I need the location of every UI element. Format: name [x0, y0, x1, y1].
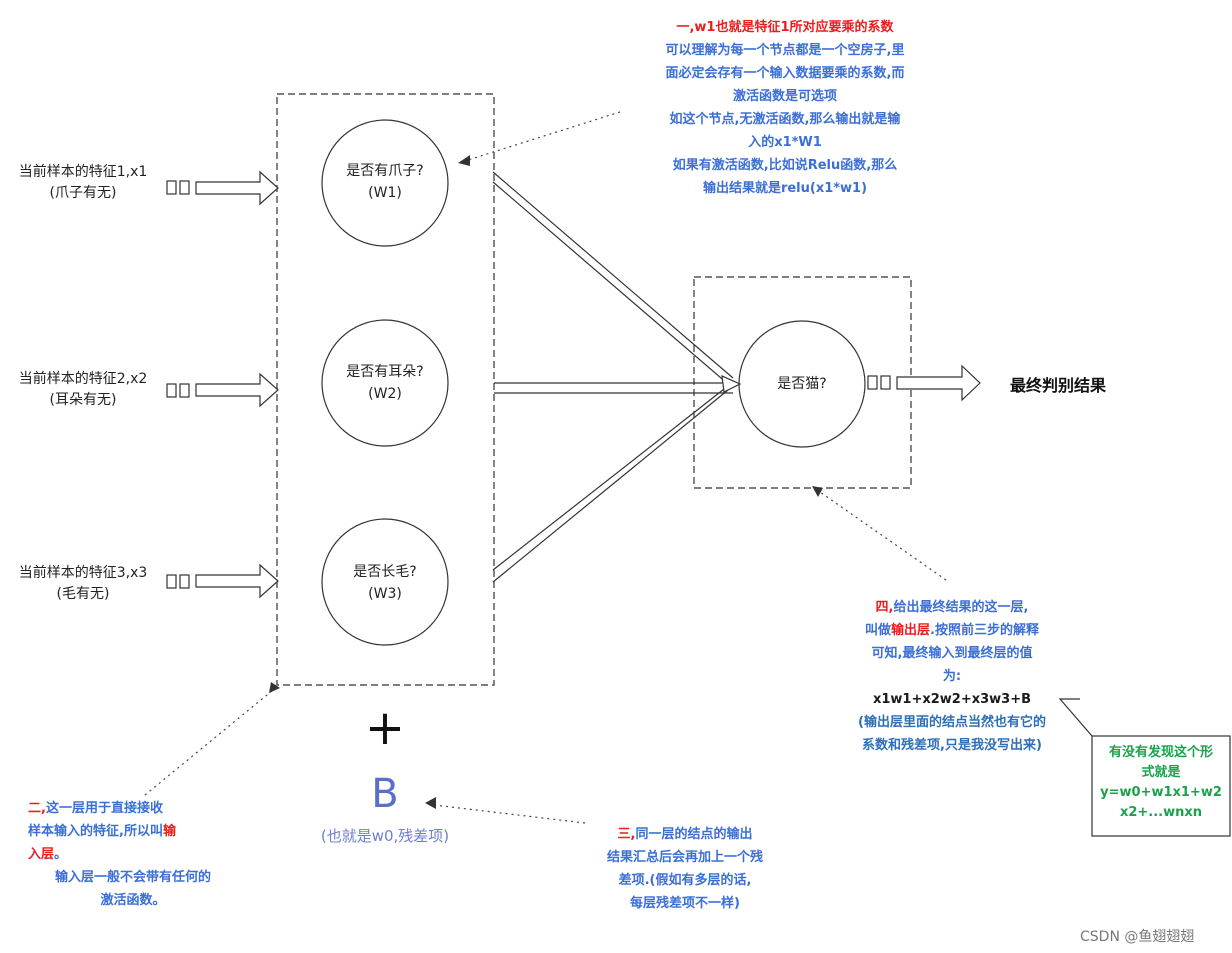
output-node-label: 是否猫? — [777, 376, 827, 392]
note-5-line: x2+...wnxn — [1119, 805, 1203, 820]
note-4: 四,给出最终结果的这一层, 叫做输出层.按照前三步的解释 可知,最终输入到最终层… — [832, 596, 1072, 757]
bias-subtitle: (也就是w0,残差项) — [320, 827, 450, 845]
feature-1-label: 当前样本的特征1,x1 (爪子有无) — [6, 162, 160, 204]
input-arrow-2 — [166, 372, 279, 408]
note-1-number: 一, — [676, 20, 695, 35]
note-4-text: .按照前三步的解释 — [930, 623, 1039, 638]
note-4-line: (输出层里面的结点当然也有它的 — [858, 715, 1046, 730]
node-1-label: 是否有爪子? (W1) — [325, 160, 445, 204]
node-2-weight: (W2) — [368, 386, 402, 402]
note-4-line: 系数和残差项,只是我没写出来) — [862, 738, 1042, 753]
note-3-line: 每层残差项不一样) — [630, 896, 740, 911]
pointer-heads — [269, 155, 823, 809]
note5-bracket — [1058, 698, 1093, 737]
note-4-highlight: 输出层 — [891, 623, 931, 638]
note-3-text: 同一层的结点的输出 — [635, 827, 753, 842]
feature-2-name: 当前样本的特征2,x2 — [18, 371, 148, 387]
note-4-text: 给出最终结果的这一层, — [893, 600, 1029, 615]
bias-letter: B — [371, 771, 399, 817]
final-result-label: 最终判别结果 — [1010, 376, 1107, 395]
connection-1 — [492, 171, 734, 385]
feature-1-name: 当前样本的特征1,x1 — [18, 164, 148, 180]
note-2-line: 入层。 — [28, 843, 238, 866]
node-2-question: 是否有耳朵? — [346, 364, 424, 380]
input-arrow-3 — [166, 563, 279, 599]
note-2-text: 。 — [54, 847, 68, 862]
feature-3-name: 当前样本的特征3,x3 — [18, 565, 148, 581]
node-2-label: 是否有耳朵? (W2) — [325, 361, 445, 405]
note-1-line: 激活函数是可选项 — [732, 89, 837, 104]
node-circle-1 — [321, 119, 449, 247]
plus-sign: + — [364, 700, 406, 756]
note-4-line: 为: — [942, 669, 962, 684]
note-2-text: 这一层用于直接接收 — [45, 801, 163, 816]
note-4-formula: x1w1+x2w2+x3w3+B — [872, 692, 1032, 707]
note-1-heading: w1也就是特征1所对应要乘的系数 — [694, 20, 894, 35]
note-4-line: 叫做输出层.按照前三步的解释 — [832, 619, 1072, 642]
note-3-line: 三,同一层的结点的输出 — [575, 823, 795, 846]
node-1-weight: (W1) — [368, 185, 402, 201]
note-1: 一,w1也就是特征1所对应要乘的系数 可以理解为每一个节点都是一个空房子,里 面… — [600, 16, 970, 200]
node-3-weight: (W3) — [368, 586, 402, 602]
note-3-number: 三, — [617, 827, 636, 842]
note-2-highlight: 入层 — [28, 847, 55, 862]
feature-1-desc: (爪子有无) — [49, 185, 117, 201]
note-1-line: 入的x1*W1 — [748, 135, 822, 150]
output-arrow — [867, 364, 981, 402]
note-2-line: 样本输入的特征,所以叫输 — [28, 820, 238, 843]
note-2-line: 激活函数。 — [100, 893, 166, 908]
note-5-line: y=w0+w1x1+w2 — [1100, 785, 1222, 800]
note-1-line: 面必定会存有一个输入数据要乘的系数,而 — [665, 66, 905, 81]
note-2-line: 输入层一般不会带有任何的 — [54, 870, 211, 885]
note-4-number: 四, — [875, 600, 894, 615]
note-2: 二,这一层用于直接接收 样本输入的特征,所以叫输 入层。 输入层一般不会带有任何… — [28, 797, 238, 912]
note-3: 三,同一层的结点的输出 结果汇总后会再加上一个残 差项.(假如有多层的话, 每层… — [575, 823, 795, 915]
node-circle-2 — [321, 319, 449, 447]
feature-3-desc: (毛有无) — [56, 586, 110, 602]
note-2-highlight: 输 — [162, 824, 176, 839]
input-arrow-1 — [166, 170, 279, 206]
node-3-label: 是否长毛? (W3) — [325, 561, 445, 605]
note-3-line: 结果汇总后会再加上一个残 — [606, 850, 763, 865]
note-5-line: 式就是 — [1141, 765, 1181, 780]
note-5: 有没有发现这个形 式就是 y=w0+w1x1+w2 x2+...wnxn — [1092, 743, 1230, 823]
feature-2-desc: (耳朵有无) — [49, 392, 117, 408]
note-3-line: 差项.(假如有多层的话, — [618, 873, 752, 888]
note-2-text: 样本输入的特征,所以叫 — [28, 824, 163, 839]
pointer-lines — [144, 111, 947, 824]
connection-arrowhead — [721, 375, 742, 393]
watermark: CSDN @鱼翅翅翅 — [1080, 929, 1195, 945]
connection-2 — [494, 382, 733, 394]
note-2-number: 二, — [28, 801, 46, 816]
node-circle-3 — [321, 518, 449, 646]
note-1-line: 输出结果就是relu(x1*w1) — [702, 181, 868, 196]
node-3-question: 是否长毛? — [353, 564, 417, 580]
note-2-line: 二,这一层用于直接接收 — [28, 797, 238, 820]
feature-3-label: 当前样本的特征3,x3 (毛有无) — [6, 563, 160, 605]
note-1-line: 如这个节点,无激活函数,那么输出就是输 — [669, 112, 901, 127]
node-1-question: 是否有爪子? — [346, 163, 424, 179]
note-1-title: 一,w1也就是特征1所对应要乘的系数 — [600, 16, 970, 39]
feature-2-label: 当前样本的特征2,x2 (耳朵有无) — [6, 369, 160, 411]
note5-box — [1091, 735, 1231, 837]
note-4-text: 叫做 — [865, 623, 892, 638]
note-5-line: 有没有发现这个形 — [1108, 745, 1213, 760]
note-4-line: 可知,最终输入到最终层的值 — [871, 646, 1033, 661]
connection-3 — [492, 381, 734, 583]
note-1-line: 可以理解为每一个节点都是一个空房子,里 — [665, 43, 905, 58]
note-4-line: 四,给出最终结果的这一层, — [832, 596, 1072, 619]
note-1-line: 如果有激活函数,比如说Relu函数,那么 — [672, 158, 898, 173]
